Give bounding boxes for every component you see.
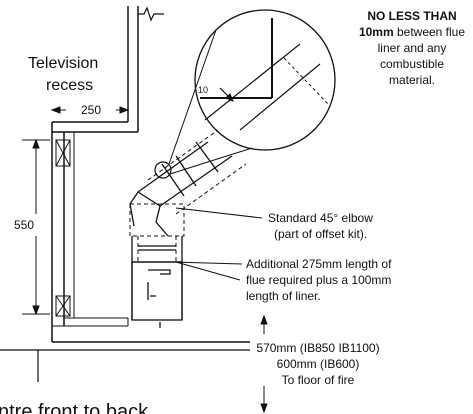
recess-label-line1: Television	[28, 55, 98, 72]
dimension-floor	[260, 314, 268, 414]
elbow-label-line2: (part of offset kit).	[274, 227, 367, 241]
callout-line3: liner and any	[378, 41, 447, 55]
additional-label-line1: Additional 275mm length of	[246, 257, 392, 271]
gap-10-label: 10	[198, 85, 208, 95]
floor-label-line3: To floor of fire	[282, 373, 355, 387]
callout-line4: combustible	[380, 57, 444, 71]
label-leaders	[171, 207, 263, 281]
detail-leader-upper	[168, 29, 217, 165]
floor-label-line2: 600mm (IB600)	[277, 357, 360, 371]
floor-label-line1: 570mm (IB850 IB1100)	[256, 341, 379, 355]
detail-circle	[194, 9, 336, 151]
additional-label-line2: flue required plus a 100mm	[246, 273, 391, 287]
detail-leader-lower	[169, 147, 253, 175]
timber-block-top	[55, 139, 71, 167]
detail-marker-circle	[154, 161, 172, 179]
dimension-550	[22, 138, 50, 316]
callout-bold-10mm: 10mm	[359, 25, 394, 39]
dimension-550-label: 550	[14, 218, 34, 232]
dimension-250	[50, 106, 130, 114]
recess-label-line2: recess	[46, 77, 93, 94]
additional-label-line3: length of liner.	[246, 289, 321, 303]
elbow-45	[129, 191, 185, 237]
elbow-label-line1: Standard 45° elbow	[268, 211, 373, 225]
callout-line1: NO LESS THAN	[367, 9, 456, 23]
bottom-partial-caption: ntre front to back	[0, 401, 149, 414]
flue-pipe-diagonal	[137, 129, 247, 215]
dimension-250-label: 250	[81, 103, 101, 117]
timber-block-bottom	[55, 295, 71, 317]
flue-pipe-vertical	[131, 236, 183, 328]
wall-structure	[0, 6, 250, 382]
callout-line2: 10mm between flue	[359, 25, 465, 39]
callout-rest-1: between flue	[394, 25, 466, 39]
callout-line5: material.	[389, 73, 435, 87]
